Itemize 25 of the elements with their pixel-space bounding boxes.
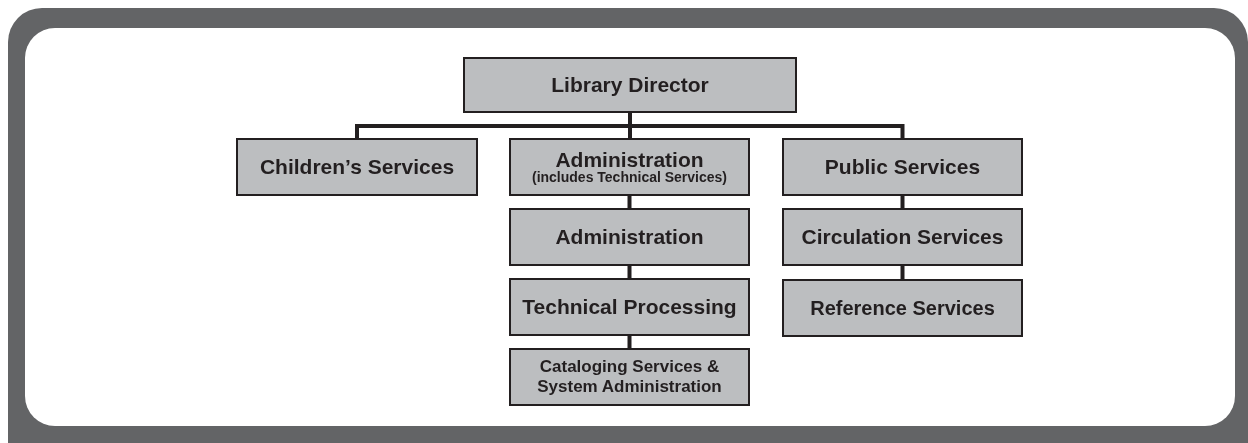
org-unit-box bbox=[509, 348, 750, 406]
unit-title: Reference Services bbox=[810, 298, 995, 318]
unit-title: Circulation Services bbox=[801, 227, 1004, 247]
connector-line bbox=[628, 113, 905, 138]
unit-title: Children’s Services bbox=[259, 157, 455, 177]
connector-line bbox=[627, 336, 632, 348]
unit-title: Public Services bbox=[824, 157, 981, 177]
org-unit-box bbox=[782, 208, 1023, 266]
org-unit-box bbox=[509, 278, 750, 336]
unit-note: (includes Technical Services) bbox=[531, 169, 727, 185]
unit-title: Cataloging Services & System Administration bbox=[536, 357, 723, 397]
unit-title: Library Director bbox=[551, 75, 709, 95]
org-unit-box bbox=[236, 138, 478, 196]
org-unit-box bbox=[509, 138, 750, 196]
unit-title: Administration bbox=[555, 227, 704, 247]
org-unit-box bbox=[463, 57, 797, 113]
org-unit-box bbox=[509, 208, 750, 266]
connector-line bbox=[900, 266, 905, 279]
org-unit-box bbox=[782, 279, 1023, 337]
connector-line bbox=[900, 196, 905, 208]
connector-line bbox=[627, 266, 632, 278]
connector-line bbox=[627, 196, 632, 208]
unit-title: Technical Processing bbox=[522, 297, 737, 317]
unit-title: Administration bbox=[555, 149, 704, 170]
org-unit-box bbox=[782, 138, 1023, 196]
